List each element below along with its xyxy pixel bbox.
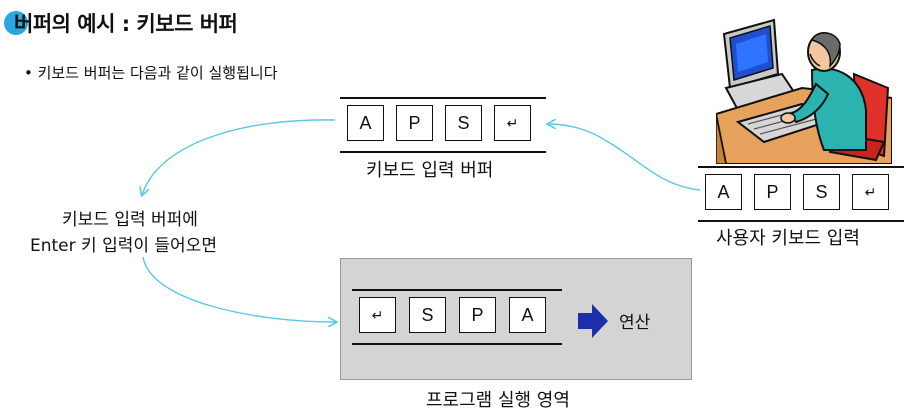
program-buffer: ↵ S P A xyxy=(352,289,562,345)
keyboard-buffer-cell: P xyxy=(396,105,433,141)
user-input-cell: ↵ xyxy=(852,174,889,210)
page-title: 버퍼의 예시 : 키보드 버퍼 xyxy=(14,12,238,36)
condition-line-2: Enter 키 입력이 들어오면 xyxy=(30,236,217,256)
arrow-user-to-buffer xyxy=(548,124,701,191)
program-buffer-cell: S xyxy=(409,297,446,333)
keyboard-buffer-cell: A xyxy=(347,105,384,141)
program-buffer-cell: ↵ xyxy=(359,297,396,333)
arrow-buffer-to-condition xyxy=(142,119,336,195)
condition-line-1: 키보드 입력 버퍼에 xyxy=(62,210,198,230)
keyboard-buffer: A P S ↵ xyxy=(340,97,546,153)
keyboard-buffer-caption: 키보드 입력 버퍼 xyxy=(366,160,494,181)
user-input-cell: S xyxy=(803,174,840,210)
keyboard-buffer-cell: S xyxy=(445,105,482,141)
operation-arrow-icon xyxy=(578,304,608,338)
subtitle: • 키보드 버퍼는 다음과 같이 실행됩니다 xyxy=(24,64,278,82)
program-area-caption: 프로그램 실행 영역 xyxy=(426,390,570,411)
computer-user-clipart-icon xyxy=(716,18,892,164)
user-input-cell: A xyxy=(705,174,742,210)
operation-label: 연산 xyxy=(619,313,651,333)
program-buffer-cell: P xyxy=(459,297,496,333)
program-buffer-cell: A xyxy=(509,297,546,333)
user-input-buffer: A P S ↵ xyxy=(698,166,904,222)
user-input-caption: 사용자 키보드 입력 xyxy=(716,228,860,249)
user-input-cell: P xyxy=(754,174,791,210)
arrow-condition-to-program xyxy=(142,256,336,322)
title-bullet-icon xyxy=(4,11,28,35)
keyboard-buffer-cell: ↵ xyxy=(494,105,531,141)
